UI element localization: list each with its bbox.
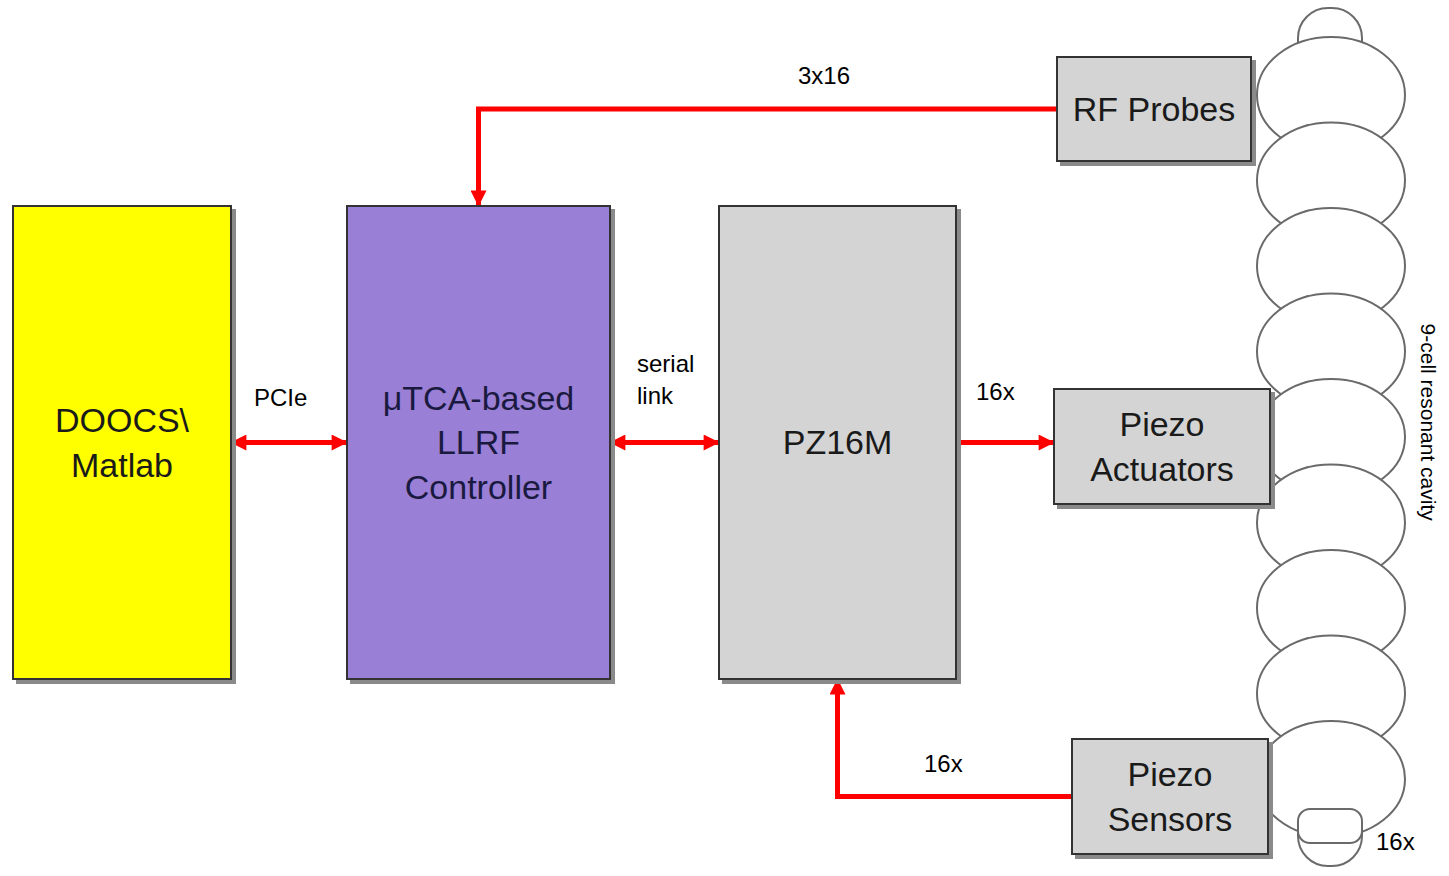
edge-label: 16x	[976, 376, 1015, 408]
edge-label: PCIe	[254, 382, 307, 414]
probe-box: RF Probes	[1056, 56, 1252, 162]
module-box: PZ16M	[718, 205, 957, 680]
box-label: Piezo Sensors	[1085, 752, 1255, 840]
edge-label: 16x	[924, 748, 963, 780]
edge-label: 3x16	[798, 60, 850, 92]
signal-arrow	[611, 440, 718, 445]
box-label: DOOCS\ Matlab	[37, 398, 207, 486]
signal-arrow	[232, 440, 346, 445]
box-label: μTCA-based LLRF Controller	[369, 376, 589, 509]
cavity-cell	[1257, 721, 1405, 843]
sensor-box: Piezo Sensors	[1071, 738, 1269, 855]
edge-label: serial link	[637, 348, 717, 413]
box-label: RF Probes	[1073, 87, 1236, 131]
actuator-box: Piezo Actuators	[1053, 388, 1271, 505]
software-box: DOOCS\ Matlab	[12, 205, 232, 680]
box-label: Piezo Actuators	[1067, 402, 1257, 490]
iris	[1298, 809, 1362, 843]
signal-arrow	[479, 109, 1057, 205]
resonant-cavity	[1257, 8, 1405, 866]
box-label: PZ16M	[783, 420, 893, 464]
count-label: 16x	[1376, 826, 1415, 858]
controller-box: μTCA-based LLRF Controller	[346, 205, 611, 680]
signal-arrow	[957, 440, 1053, 445]
signal-arrow	[838, 680, 1072, 797]
cavity-name: 9-cell resonant cavity	[1414, 292, 1442, 552]
